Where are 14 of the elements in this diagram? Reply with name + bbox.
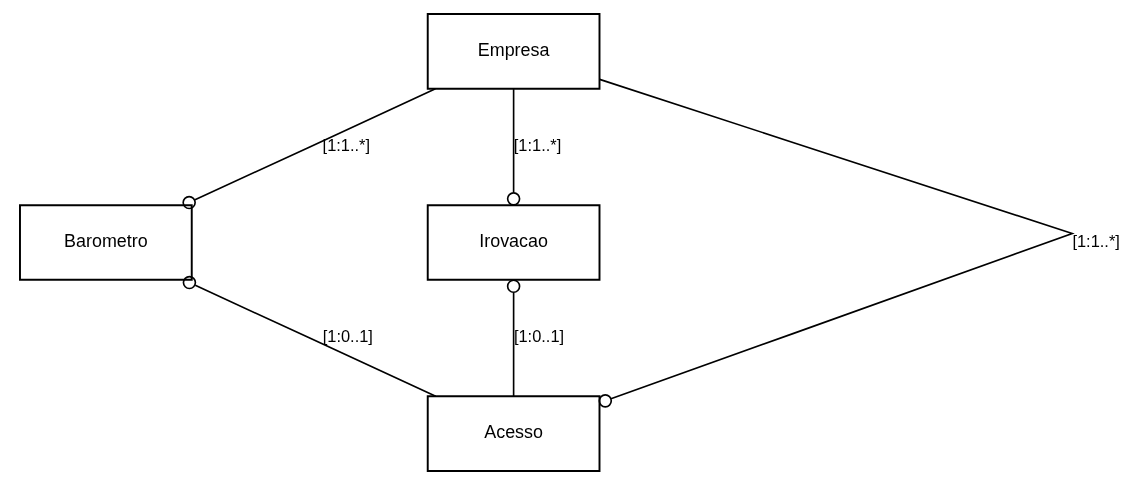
edge-label: [1:0..1]: [322, 327, 373, 346]
connector: [506, 279, 521, 397]
connector: [182, 88, 437, 210]
connector: [598, 78, 1074, 408]
edge-label: [1:1..*]: [513, 136, 562, 155]
node-box: Empresa: [426, 13, 601, 90]
edge-label: [1:0..1]: [513, 327, 565, 346]
node-box: Acesso: [426, 395, 601, 472]
connector: [182, 275, 437, 398]
node-box: Irovacao: [426, 204, 601, 281]
connector: [506, 88, 521, 206]
edge-label: [1:1..*]: [1072, 231, 1120, 250]
node-box: Barometro: [19, 204, 193, 281]
edge-label: [1:1..*]: [322, 136, 371, 155]
